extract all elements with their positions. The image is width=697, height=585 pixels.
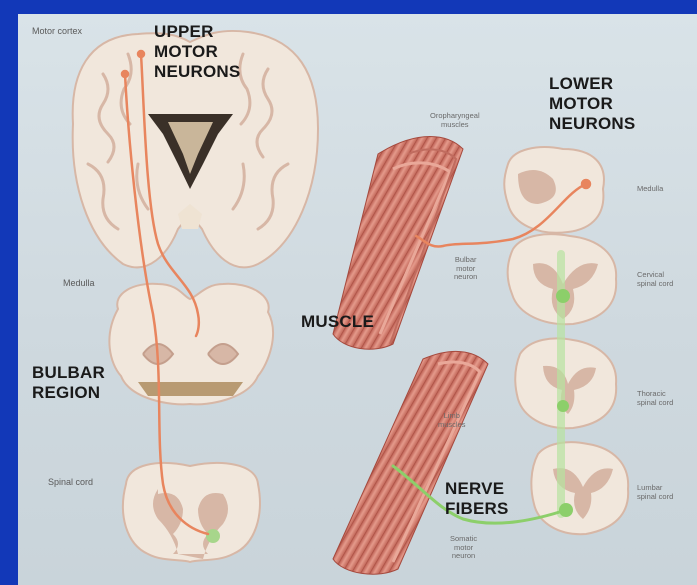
diagram-canvas: UPPER MOTOR NEURONS LOWER MOTOR NEURONS … bbox=[18, 14, 697, 585]
thoracic-cord-section bbox=[515, 338, 616, 428]
somatic-motor-neuron-label: Somatic motor neuron bbox=[450, 535, 477, 561]
motor-cortex-label: Motor cortex bbox=[32, 26, 82, 36]
muscle-label: MUSCLE bbox=[301, 312, 374, 332]
medulla-right-label: Medulla bbox=[637, 185, 663, 194]
oropharyngeal-muscles-label: Oropharyngeal muscles bbox=[430, 112, 480, 129]
lumbar-spinal-cord-label: Lumbar spinal cord bbox=[637, 484, 673, 501]
cervical-spinal-cord-label: Cervical spinal cord bbox=[637, 271, 673, 288]
thoracic-spinal-cord-label: Thoracic spinal cord bbox=[637, 390, 673, 407]
medulla-left-label: Medulla bbox=[63, 278, 95, 288]
lower-motor-neurons-label: LOWER MOTOR NEURONS bbox=[549, 74, 635, 134]
bulbar-region-label: BULBAR REGION bbox=[32, 363, 105, 403]
upper-motor-neurons-label: UPPER MOTOR NEURONS bbox=[154, 22, 240, 82]
medulla-left-section bbox=[109, 284, 273, 405]
bulbar-motor-neuron-label: Bulbar motor neuron bbox=[454, 256, 477, 282]
medulla-right-section bbox=[504, 147, 604, 233]
spinal-cord-left-section bbox=[123, 463, 260, 562]
spinal-cord-label: Spinal cord bbox=[48, 477, 93, 487]
limb-muscles-label: Limb muscles bbox=[438, 412, 466, 429]
lumbar-cord-section bbox=[531, 442, 628, 534]
nerve-fibers-label: NERVE FIBERS bbox=[445, 479, 509, 519]
